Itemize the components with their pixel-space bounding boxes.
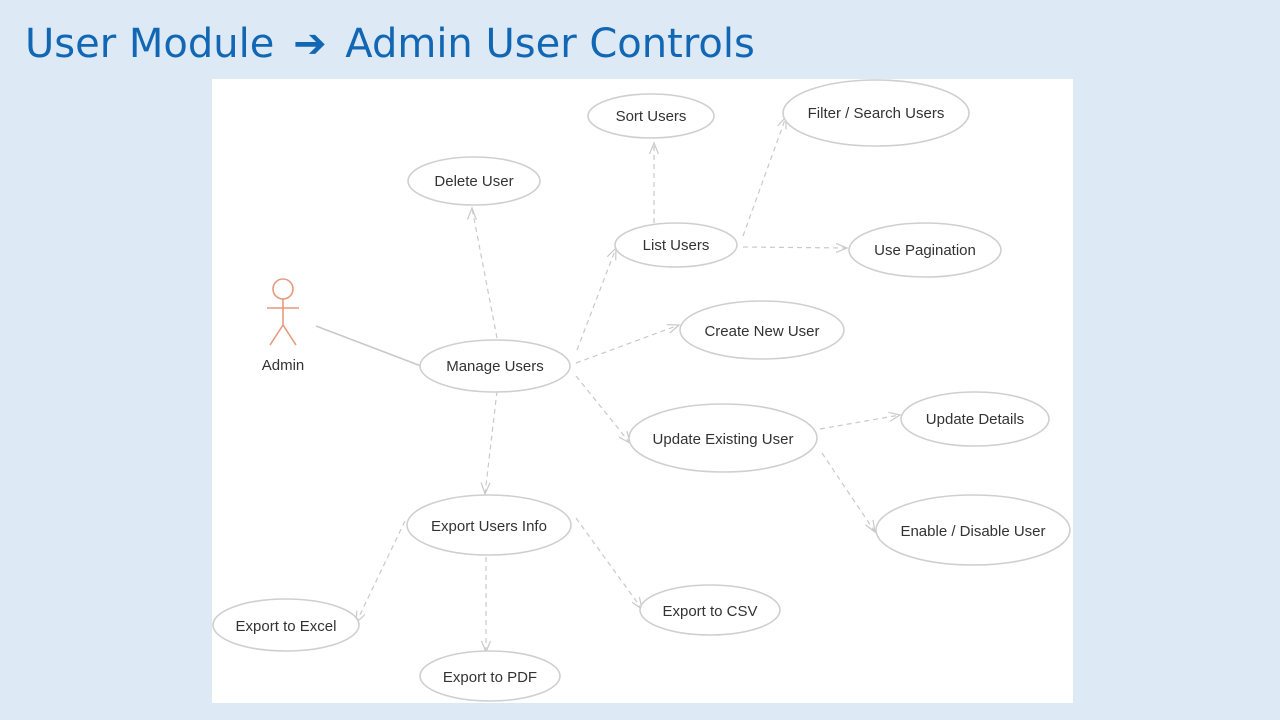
actor-name: Admin: [262, 357, 305, 374]
use-case-sort-users: Sort Users: [587, 93, 715, 139]
dependency-export-users-info-to-export-to-excel: [355, 520, 406, 625]
use-case-diagram: Admin Manage Users Delete User List User…: [212, 79, 1073, 703]
dependency-manage-users-to-delete-user: [466, 206, 498, 339]
use-case-label: Use Pagination: [874, 242, 976, 259]
association-admin-manage-users: [315, 325, 422, 367]
dependency-export-users-info-to-export-to-csv: [575, 517, 643, 611]
dependency-manage-users-to-create-new-user: [575, 324, 681, 364]
use-case-label: Export to PDF: [443, 669, 537, 686]
use-case-export-users-info: Export Users Info: [406, 494, 572, 556]
use-case-create-new-user: Create New User: [679, 300, 845, 360]
use-case-label: Export Users Info: [431, 518, 547, 535]
dependency-update-existing-user-to-update-details: [819, 411, 902, 430]
use-case-export-to-pdf: Export to PDF: [419, 650, 561, 702]
title-suffix: Admin User Controls: [345, 21, 755, 67]
use-case-label: Sort Users: [616, 108, 687, 125]
dependency-list-users-to-filter-search-users: [742, 115, 787, 237]
use-case-delete-user: Delete User: [407, 156, 541, 206]
use-case-manage-users: Manage Users: [419, 339, 571, 393]
slide-title: User Module ➔ Admin User Controls: [25, 14, 755, 74]
dependency-list-users-to-use-pagination: [742, 242, 849, 253]
use-case-update-details: Update Details: [900, 391, 1050, 447]
use-case-label: Manage Users: [446, 358, 544, 375]
use-case-label: Filter / Search Users: [808, 105, 945, 122]
use-case-label: Enable / Disable User: [900, 523, 1045, 540]
dependency-export-users-info-to-export-to-pdf: [480, 557, 492, 654]
dependency-list-users-to-sort-users: [648, 141, 660, 223]
stick-figure-icon: [267, 278, 299, 346]
use-case-update-existing-user: Update Existing User: [628, 403, 818, 473]
use-case-list-users: List Users: [614, 222, 738, 268]
use-case-enable-disable-user: Enable / Disable User: [875, 494, 1071, 566]
dependency-manage-users-to-list-users: [576, 246, 617, 351]
use-case-label: Update Details: [926, 411, 1024, 428]
dependency-manage-users-to-export-users-info: [480, 390, 498, 496]
use-case-label: Create New User: [704, 323, 819, 340]
admin-actor: Admin: [262, 278, 305, 374]
use-case-filter-search-users: Filter / Search Users: [782, 79, 970, 147]
use-case-export-to-excel: Export to Excel: [212, 598, 360, 652]
use-case-label: List Users: [643, 237, 710, 254]
use-case-label: Export to CSV: [662, 603, 757, 620]
right-arrow-icon: ➔: [293, 21, 327, 67]
use-case-use-pagination: Use Pagination: [848, 222, 1002, 278]
use-case-export-to-csv: Export to CSV: [639, 584, 781, 636]
use-case-label: Export to Excel: [236, 618, 337, 635]
title-prefix: User Module: [25, 21, 275, 67]
dependency-update-existing-user-to-enable-disable-user: [821, 452, 876, 534]
use-case-label: Update Existing User: [653, 431, 794, 448]
use-case-label: Delete User: [434, 173, 513, 190]
dependency-manage-users-to-update-existing-user: [575, 375, 631, 445]
